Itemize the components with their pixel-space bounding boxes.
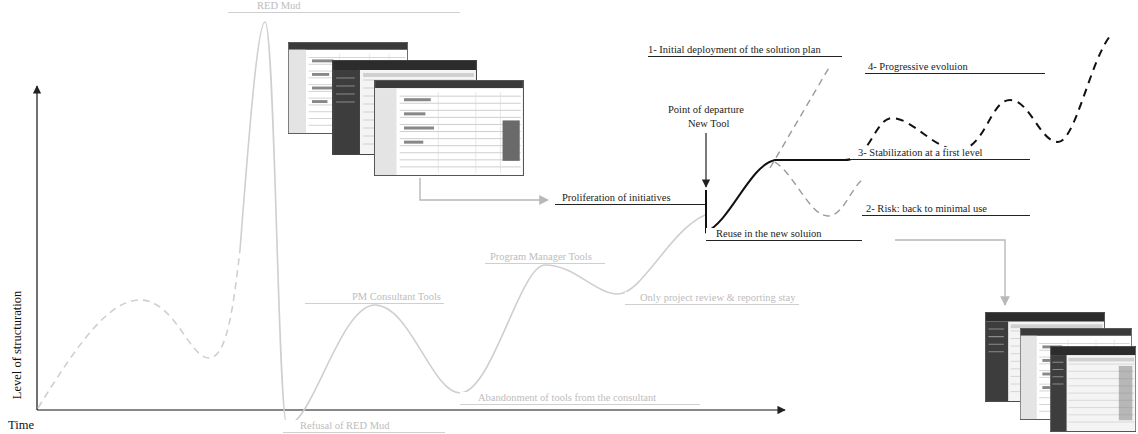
phase-label: Reuse in the new soluion [706, 228, 862, 241]
phase-label: Refusal of RED Mud [283, 420, 445, 433]
phase-label: Program Manager Tools [485, 251, 605, 264]
phase-label: Proliferation of initiatives [555, 192, 705, 205]
faded-curve [240, 22, 705, 425]
y-axis [36, 86, 37, 410]
new-tool-curve [706, 160, 848, 232]
phase-label: Only project review & reporting stay [625, 292, 799, 305]
screenshot [375, 81, 524, 176]
departure-arrow [705, 133, 706, 187]
phase-label: PM Consultant Tools [305, 291, 444, 304]
deployment-line [770, 66, 830, 168]
risk-curve [775, 162, 862, 216]
phase-label: Abandonment of tools from the consultant [460, 392, 700, 405]
phase-label: RED Mud [228, 0, 460, 13]
flow-arrow [895, 240, 1005, 305]
evolution-curve [845, 36, 1110, 160]
scenario-label: 2- Risk: back to minimal use [862, 203, 1030, 216]
axis-title: Time [8, 418, 34, 432]
x-axis [37, 409, 785, 410]
axis-title: Level of structuration [10, 291, 24, 399]
scenario-label: 4- Progressive evoluion [865, 61, 1045, 74]
screenshot [1050, 346, 1135, 431]
flow-arrow [420, 178, 548, 200]
marker-label: Point of departure [668, 104, 744, 116]
faded-curve-dashed [38, 250, 240, 408]
scenario-label: 3- Stabilization at a first level [850, 147, 1030, 160]
marker-label: New Tool [688, 118, 729, 130]
scenario-label: 1- Initial deployment of the solution pl… [648, 44, 842, 57]
